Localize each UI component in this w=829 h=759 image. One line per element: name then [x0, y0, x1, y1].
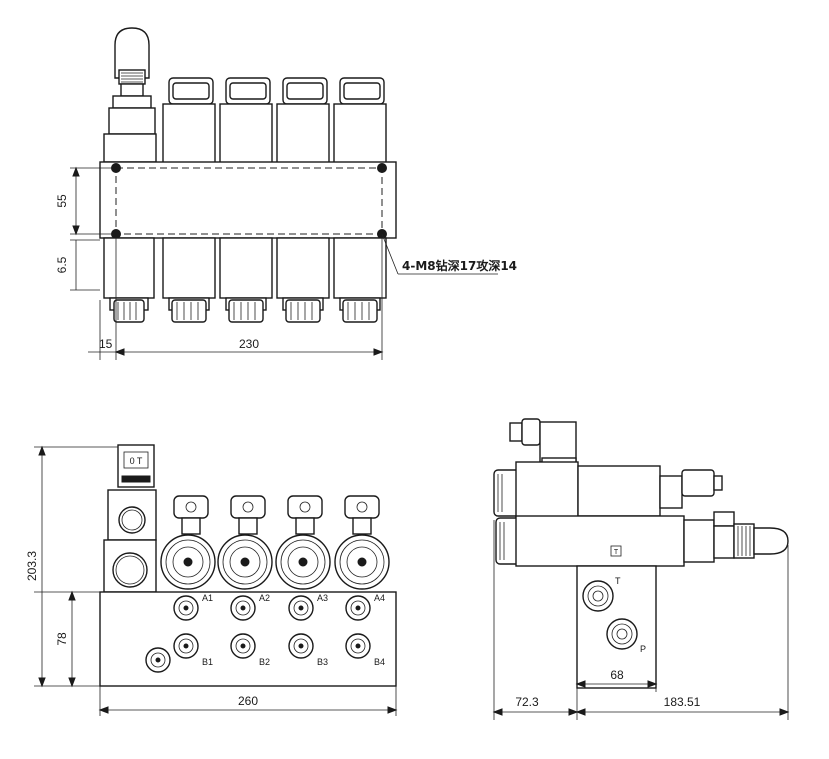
- hole-note-text: 4-M8钻深17攻深14: [402, 258, 517, 273]
- hole-note: 4-M8钻深17攻深14: [381, 233, 517, 275]
- pressure-switch-front: 0 T: [103, 444, 157, 593]
- label-A1: A1: [202, 593, 213, 603]
- side-ports: T P: [582, 576, 646, 654]
- front-coil-4: [334, 495, 390, 590]
- label-T: T: [615, 576, 621, 586]
- label-B4: B4: [374, 657, 385, 667]
- coil-top-4: [333, 77, 387, 165]
- dim-6-5: 6.5: [55, 256, 69, 273]
- label-A3: A3: [317, 593, 328, 603]
- front-view: 0 T: [25, 444, 398, 716]
- lower-coils: [103, 237, 387, 323]
- front-ports: A1 A2 A3 A4 B1 B2 B3 B4: [145, 593, 385, 673]
- dim-260: 260: [238, 694, 258, 708]
- dim-230: 230: [239, 337, 259, 351]
- side-second-connector: [659, 469, 723, 509]
- dim-78: 78: [55, 632, 69, 646]
- coil-top-2: [219, 77, 273, 165]
- coil-top-3: [276, 77, 330, 165]
- dim-203-3: 203.3: [25, 551, 39, 581]
- dim-183-51: 183.51: [664, 695, 701, 709]
- upper-coils: [162, 77, 387, 165]
- front-coil-1: [160, 495, 216, 590]
- side-lower-valve: T: [495, 511, 789, 567]
- side-view: T T P 68 72.3: [492, 418, 790, 720]
- front-dims: 203.3 78 260: [25, 445, 398, 716]
- dim-72-3: 72.3: [515, 695, 539, 709]
- front-coil-3: [275, 495, 331, 590]
- coil-top-1: [162, 77, 216, 165]
- label-B2: B2: [259, 657, 270, 667]
- front-coil-2: [217, 495, 273, 590]
- side-upper-valve: [493, 461, 661, 519]
- front-coils: [160, 495, 390, 590]
- pressure-sensor-top: [103, 27, 157, 163]
- top-view: 4-M8钻深17攻深14 55 6.5 15 230: [55, 27, 517, 360]
- dim-55: 55: [55, 194, 69, 208]
- label-P: P: [640, 644, 646, 654]
- side-dims: 68 72.3 183.51: [492, 520, 790, 720]
- top-vertical-dims: 55 6.5: [55, 166, 112, 291]
- label-A2: A2: [259, 593, 270, 603]
- top-horizontal-dims: 15 230: [88, 238, 384, 360]
- svg-text:T: T: [614, 549, 619, 556]
- manifold-block-top: [99, 161, 397, 239]
- svg-text:0 T: 0 T: [130, 456, 143, 466]
- label-B1: B1: [202, 657, 213, 667]
- dim-15: 15: [99, 337, 113, 351]
- label-B3: B3: [317, 657, 328, 667]
- mounting-hole-pattern: [115, 167, 383, 235]
- dim-68: 68: [610, 668, 624, 682]
- label-A4: A4: [374, 593, 385, 603]
